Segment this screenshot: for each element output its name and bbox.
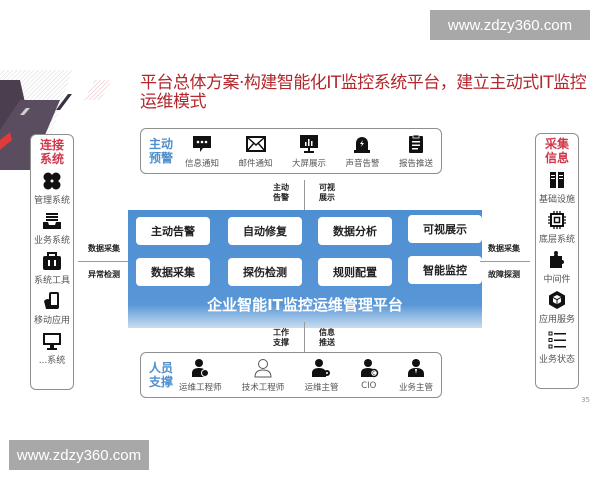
cube-icon: [549, 291, 565, 309]
module-active-alarm[interactable]: 主动告警: [136, 217, 210, 245]
top-item-report: 报告推送: [399, 134, 433, 169]
right-double-arrow: [480, 261, 530, 262]
mobile-hand-icon: [44, 292, 59, 309]
inbox-icon: [43, 213, 61, 229]
page-number: 35: [581, 396, 590, 404]
left-item-other: ...系统: [31, 331, 73, 366]
top-item-bigscreen: 大屏展示: [292, 134, 326, 169]
right-item-middleware: 中间件: [536, 250, 578, 285]
left-item-mobile: 移动应用: [31, 291, 73, 326]
top-box-active-warning: 主动 预警 信息通知 邮件通知 大屏展示 声音告警 报告推送: [140, 128, 442, 174]
bottom-box-heading: 人员 支撑: [149, 361, 174, 389]
left-panel-connected-systems: 连接 系统 管理系统 业务系统 系统工具 移动应用 ...系统: [30, 134, 74, 390]
module-rule-config[interactable]: 规则配置: [318, 258, 392, 286]
chip-icon: [548, 211, 566, 229]
top-item-sound-alarm: 声音告警: [345, 134, 379, 169]
bottom-item-ops-engineer: 运维工程师: [179, 358, 222, 393]
module-data-analysis[interactable]: 数据分析: [318, 217, 392, 245]
right-panel-collected-info: 采集 信息 基础设施 底层系统 中间件 应用服务 业务状态: [535, 133, 579, 389]
top-link-right-label: 可视 展示: [319, 183, 335, 202]
siren-icon: [354, 136, 371, 153]
top-item-message: 信息通知: [185, 134, 219, 169]
right-link-bottom-label: 故障探测: [488, 270, 520, 279]
watermark-bottom: www.zdzy360.com: [9, 440, 149, 470]
bottom-box-staff-support: 人员 支撑 运维工程师 技术工程师 运维主管 C CIO 业务主管: [140, 352, 442, 398]
bar-chart-monitor-icon: [299, 134, 318, 153]
module-smart-monitor[interactable]: 智能监控: [408, 256, 482, 284]
left-link-top-label: 数据采集: [88, 244, 120, 253]
platform-panel: 主动告警 自动修复 数据分析 可视展示 数据采集 探伤检测 规则配置 智能监控 …: [128, 210, 482, 328]
right-panel-heading: 采集 信息: [544, 137, 569, 165]
server-icon: [550, 172, 564, 188]
left-link-bottom-label: 异常检测: [88, 270, 120, 279]
left-item-business: 业务系统: [31, 211, 73, 246]
bottom-item-ops-manager: 运维主管: [304, 358, 339, 393]
chat-bubble-icon: [193, 135, 212, 152]
page-title: 平台总体方案·构建智能化IT监控系统平台，建立主动式IT监控运维模式: [140, 73, 587, 112]
business-manager-icon: [407, 358, 424, 377]
bottom-link-left-label: 工作 支撑: [273, 328, 289, 347]
clover-icon: [43, 172, 61, 190]
puzzle-icon: [550, 251, 564, 268]
clipboard-icon: [408, 134, 423, 153]
ops-engineer-icon: [192, 358, 210, 377]
tech-engineer-icon: [254, 358, 272, 377]
platform-title: 企业智能IT监控运维管理平台: [207, 296, 403, 314]
left-item-tools: 系统工具: [31, 251, 73, 286]
top-box-heading: 主动 预警: [149, 137, 174, 165]
right-item-app-service: 应用服务: [536, 290, 578, 325]
svg-text:C: C: [372, 371, 376, 377]
bottom-link-right-label: 信息 推送: [319, 328, 335, 347]
watermark-top: www.zdzy360.com: [430, 10, 590, 40]
module-auto-repair[interactable]: 自动修复: [228, 217, 302, 245]
module-flaw-detection[interactable]: 探伤检测: [228, 258, 302, 286]
top-item-email: 邮件通知: [239, 134, 273, 169]
list-icon: [548, 331, 566, 349]
module-visual-display[interactable]: 可视展示: [408, 215, 482, 243]
toolbox-icon: [43, 252, 61, 270]
envelope-icon: [245, 135, 266, 152]
bottom-item-tech-engineer: 技术工程师: [242, 358, 284, 393]
left-panel-heading: 连接 系统: [39, 138, 64, 166]
top-link-left-label: 主动 告警: [273, 183, 289, 202]
right-item-infrastructure: 基础设施: [536, 170, 578, 205]
top-double-arrow: [304, 180, 305, 210]
bottom-item-business-manager: 业务主管: [399, 358, 433, 393]
bottom-item-cio: C CIO: [359, 358, 379, 393]
left-item-management: 管理系统: [31, 171, 73, 206]
ops-manager-icon: [312, 358, 331, 377]
right-item-underlying: 底层系统: [536, 210, 578, 245]
left-double-arrow: [78, 261, 128, 262]
bottom-double-arrow: [304, 322, 305, 352]
module-data-collection[interactable]: 数据采集: [136, 258, 210, 286]
cio-icon: C: [360, 358, 378, 377]
right-link-top-label: 数据采集: [488, 244, 520, 253]
right-item-business-status: 业务状态: [536, 330, 578, 365]
monitor-icon: [43, 333, 61, 350]
